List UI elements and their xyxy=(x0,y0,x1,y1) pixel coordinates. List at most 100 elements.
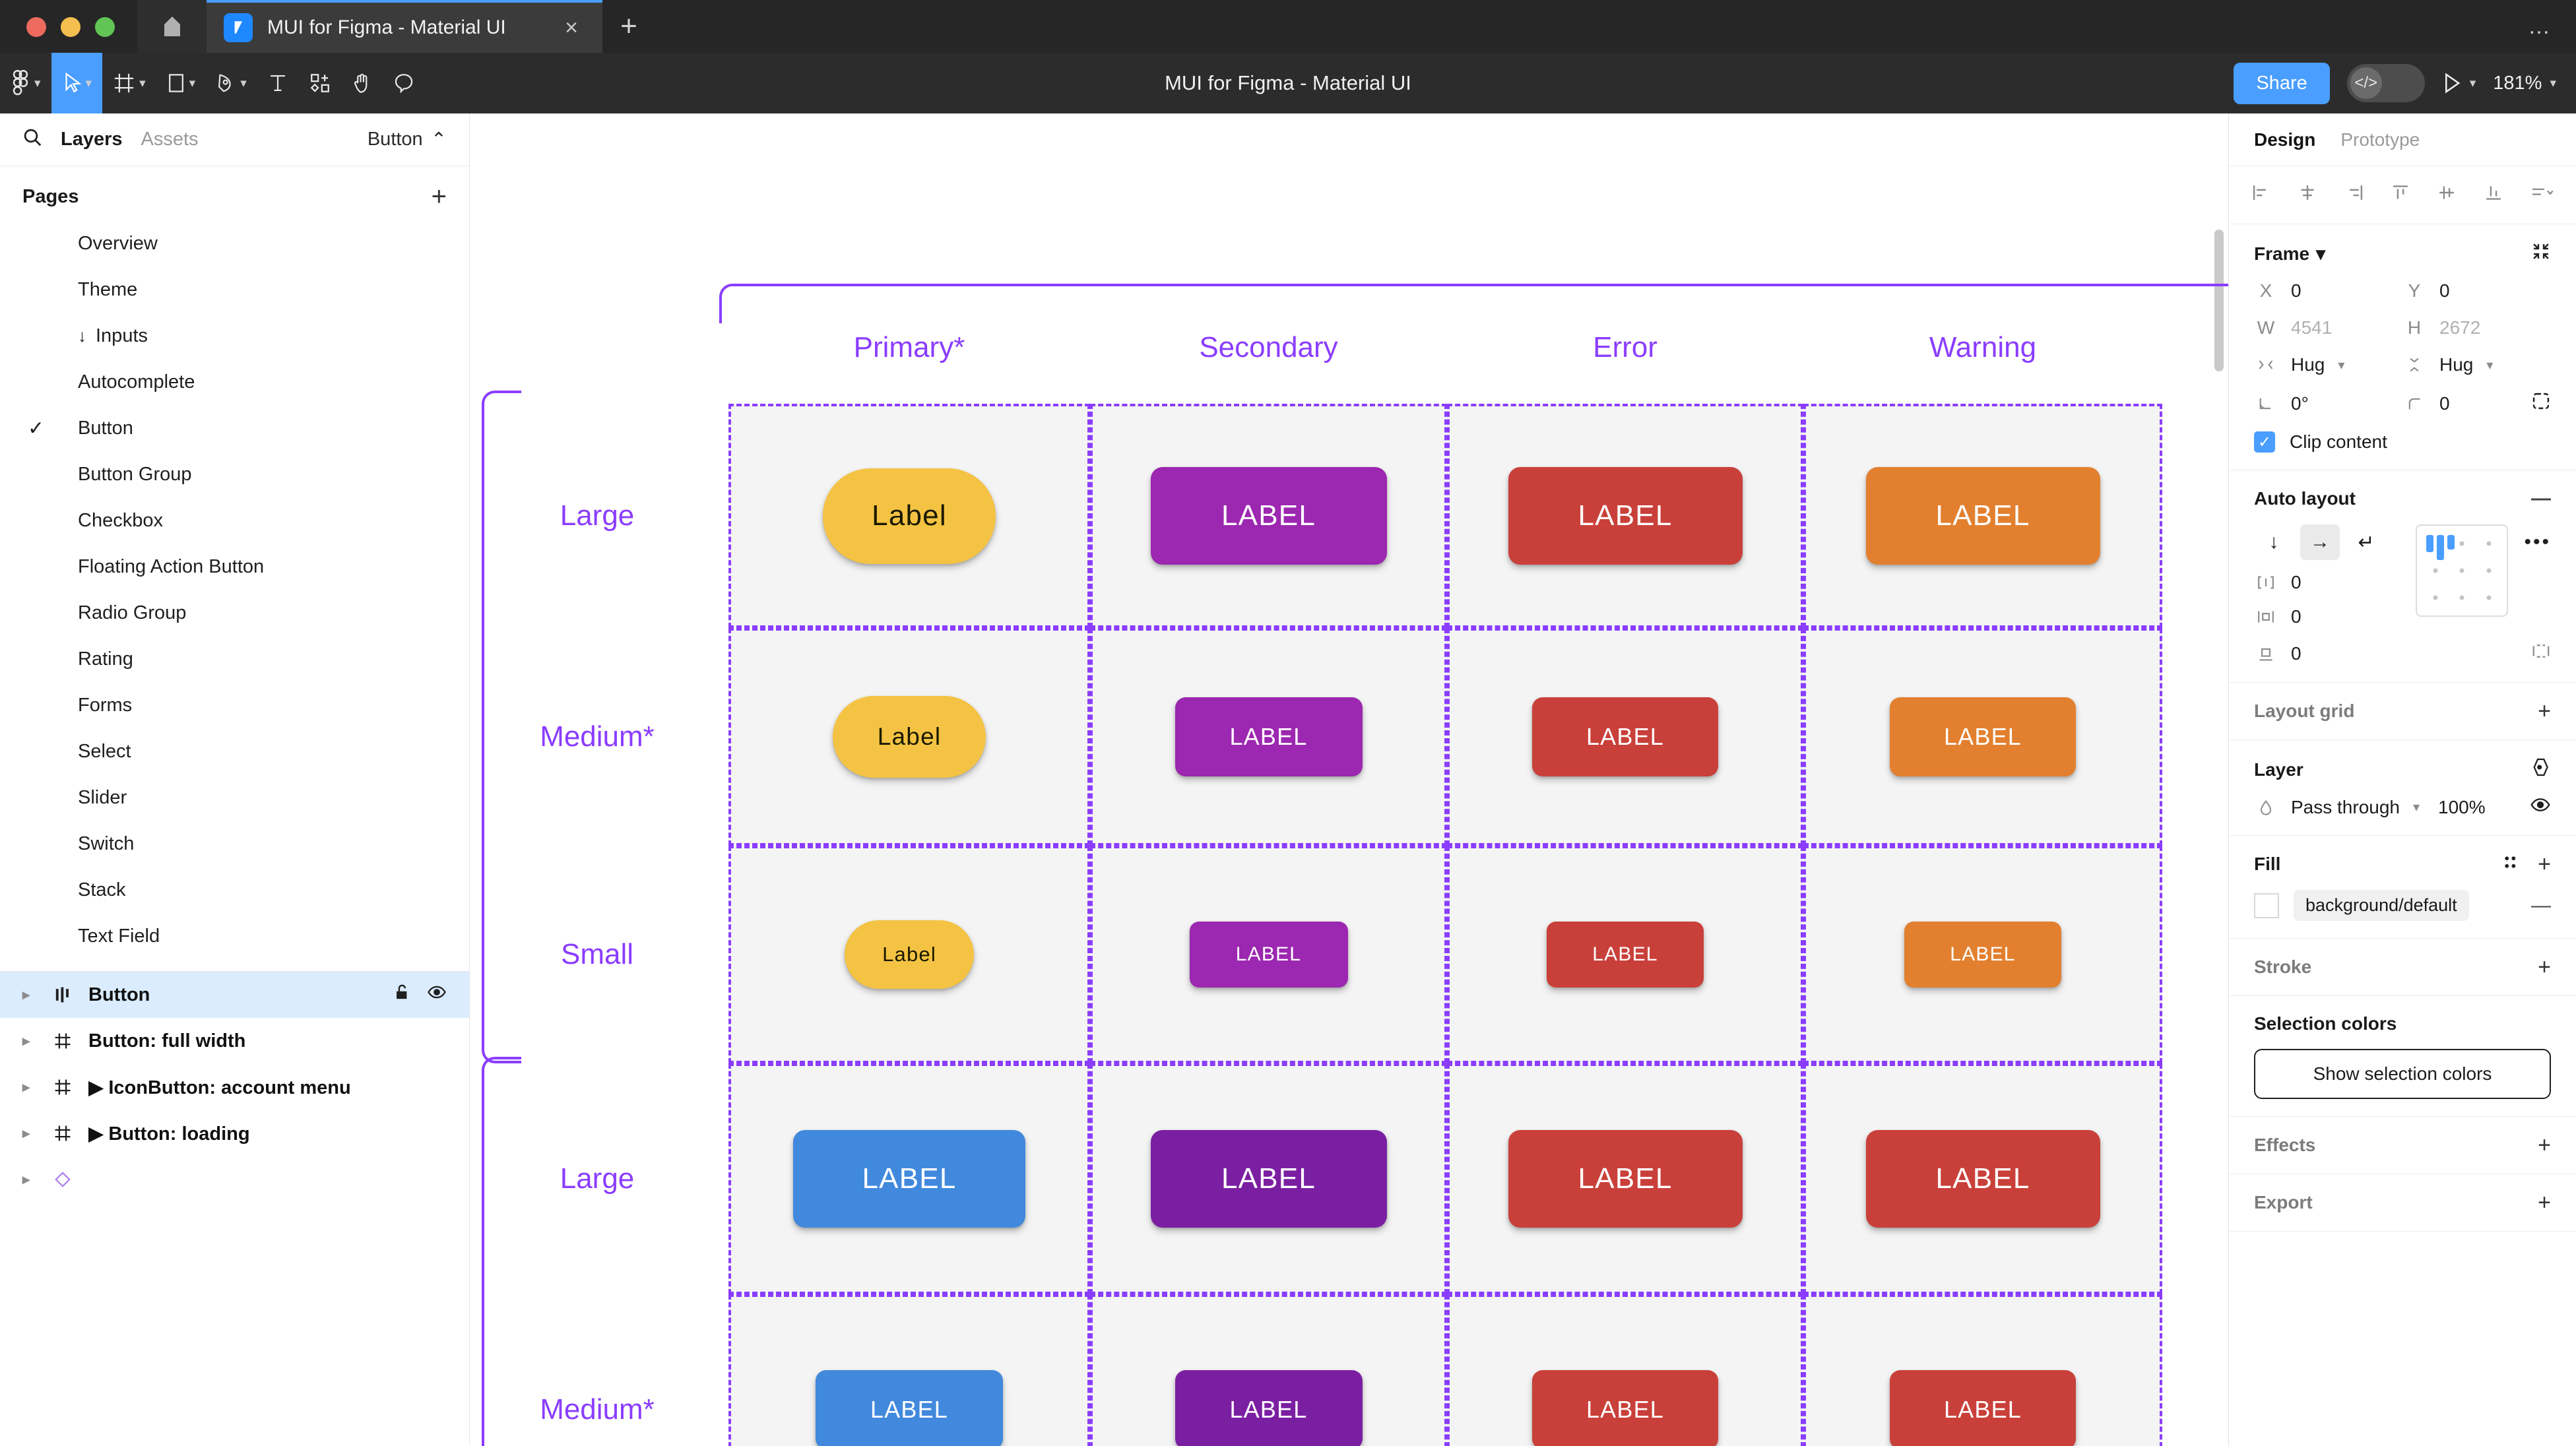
clip-content-checkbox[interactable]: ✓ xyxy=(2254,431,2275,453)
figma-canvas[interactable]: Contained Primary*SecondaryErrorWarningL… xyxy=(470,113,2228,1446)
clip-content-row[interactable]: ✓ Clip content xyxy=(2254,431,2551,453)
chevron-down-icon[interactable]: ▾ xyxy=(2469,76,2476,90)
page-item-switch[interactable]: Switch xyxy=(0,821,469,867)
button-secondary[interactable]: LABEL xyxy=(1150,1130,1387,1228)
zoom-control[interactable]: 181% ▾ xyxy=(2493,73,2556,94)
frame-height-field[interactable]: H 2672 xyxy=(2402,317,2551,338)
tab-layers[interactable]: Layers xyxy=(61,129,123,150)
button-primary[interactable]: LABEL xyxy=(816,1370,1003,1446)
home-button[interactable] xyxy=(137,0,207,53)
page-item-inputs[interactable]: ↓Inputs xyxy=(0,313,469,359)
frame-x-field[interactable]: X 0 xyxy=(2254,280,2402,301)
page-item-button[interactable]: ✓Button xyxy=(0,405,469,451)
page-item-floating-action-button[interactable]: Floating Action Button xyxy=(0,544,469,590)
expand-layer-icon[interactable]: ▸ xyxy=(22,1125,30,1141)
button-error[interactable]: LABEL xyxy=(1508,1130,1743,1228)
page-item-button-group[interactable]: Button Group xyxy=(0,451,469,497)
chevron-down-icon[interactable]: ▾ xyxy=(2316,243,2326,264)
browser-tab[interactable]: MUI for Figma - Material UI × xyxy=(207,0,602,53)
pen-tool-icon[interactable]: ▾ xyxy=(206,53,257,113)
expand-layer-icon[interactable]: ▸ xyxy=(22,1032,30,1049)
button-warning[interactable]: LABEL xyxy=(1865,1130,2100,1228)
frame-width-field[interactable]: W 4541 xyxy=(2254,317,2402,338)
page-item-select[interactable]: Select xyxy=(0,728,469,774)
align-left-icon[interactable] xyxy=(2251,183,2271,208)
add-export-icon[interactable]: + xyxy=(2538,1190,2551,1215)
button-warning[interactable]: LABEL xyxy=(1865,467,2100,565)
button-error[interactable]: LABEL xyxy=(1508,467,1743,565)
button-secondary[interactable]: LABEL xyxy=(1175,1370,1363,1446)
figma-menu-icon[interactable]: ▾ xyxy=(0,53,51,113)
button-warning[interactable]: LABEL xyxy=(1890,1370,2076,1446)
resize-to-fit-icon[interactable] xyxy=(2531,241,2551,266)
page-item-text-field[interactable]: Text Field xyxy=(0,913,469,959)
auto-layout-padding-h-field[interactable]: 0 xyxy=(2254,606,2400,627)
visibility-icon[interactable] xyxy=(427,984,447,1006)
shape-tool-icon[interactable]: ▾ xyxy=(156,53,207,113)
layer-row[interactable]: ▸ xyxy=(0,1156,469,1203)
expand-arrow-icon[interactable]: ↓ xyxy=(78,325,86,346)
page-item-radio-group[interactable]: Radio Group xyxy=(0,590,469,636)
resources-tool-icon[interactable] xyxy=(298,53,342,113)
expand-layer-icon[interactable]: ▸ xyxy=(22,986,30,1003)
page-item-theme[interactable]: Theme xyxy=(0,267,469,313)
expand-layer-icon[interactable]: ▸ xyxy=(22,1171,30,1187)
chevron-down-icon[interactable]: ▾ xyxy=(2413,800,2420,815)
fill-row[interactable]: background/default — xyxy=(2254,890,2551,921)
corner-radius-field[interactable]: 0 xyxy=(2402,391,2551,416)
search-icon[interactable] xyxy=(22,127,42,152)
chevron-down-icon[interactable]: ▾ xyxy=(189,76,196,90)
page-item-forms[interactable]: Forms xyxy=(0,682,469,728)
advanced-layout-icon[interactable] xyxy=(2531,642,2551,665)
vertical-resizing-field[interactable]: Hug ▾ xyxy=(2402,354,2551,375)
auto-layout-more-icon[interactable]: ••• xyxy=(2524,531,2551,553)
button-error[interactable]: LABEL xyxy=(1547,922,1704,988)
close-tab-icon[interactable]: × xyxy=(565,15,578,40)
chevron-down-icon[interactable]: ▾ xyxy=(139,76,146,90)
add-fill-icon[interactable]: + xyxy=(2538,852,2551,877)
window-controls[interactable] xyxy=(0,17,137,53)
maximize-window-button[interactable] xyxy=(95,17,115,37)
toggle-visibility-icon[interactable] xyxy=(2530,796,2551,818)
page-selector[interactable]: Button ⌃ xyxy=(368,128,447,151)
direction-wrap-icon[interactable]: ↵ xyxy=(2358,531,2375,553)
expand-arrow-icon[interactable]: ▶ xyxy=(88,1077,104,1098)
page-item-slider[interactable]: Slider xyxy=(0,774,469,821)
page-item-overview[interactable]: Overview xyxy=(0,220,469,267)
add-page-icon[interactable]: + xyxy=(431,182,447,211)
layer-styles-icon[interactable] xyxy=(2530,757,2551,782)
add-stroke-icon[interactable]: + xyxy=(2538,955,2551,980)
layer-row[interactable]: ▸▶ IconButton: account menu xyxy=(0,1064,469,1110)
move-tool-icon[interactable]: ▾ xyxy=(51,53,103,113)
button-primary[interactable]: Label xyxy=(823,468,996,564)
fill-styles-icon[interactable] xyxy=(2502,854,2519,875)
align-bottom-icon[interactable] xyxy=(2484,183,2503,208)
dev-mode-toggle[interactable]: </> xyxy=(2346,64,2425,102)
align-vertical-center-icon[interactable] xyxy=(2437,183,2457,208)
chevron-down-icon[interactable]: ▾ xyxy=(34,76,41,90)
layer-row[interactable]: ▸Button xyxy=(0,972,469,1018)
align-right-icon[interactable] xyxy=(2344,183,2364,208)
remove-fill-icon[interactable]: — xyxy=(2531,894,2551,916)
auto-layout-gap-field[interactable]: 0 xyxy=(2254,572,2400,593)
button-secondary[interactable]: LABEL xyxy=(1189,922,1348,988)
comment-tool-icon[interactable] xyxy=(383,53,425,113)
text-tool-icon[interactable] xyxy=(257,53,298,113)
blend-mode-field[interactable]: Pass through ▾ xyxy=(2254,797,2438,818)
expand-arrow-icon[interactable]: ▶ xyxy=(88,1123,104,1145)
direction-vertical-icon[interactable]: ↓ xyxy=(2269,531,2279,553)
page-item-checkbox[interactable]: Checkbox xyxy=(0,497,469,544)
tab-prototype[interactable]: Prototype xyxy=(2340,129,2420,150)
add-layout-grid-icon[interactable]: + xyxy=(2538,699,2551,724)
minimize-window-button[interactable] xyxy=(61,17,80,37)
horizontal-resizing-field[interactable]: Hug ▾ xyxy=(2254,354,2402,375)
hand-tool-icon[interactable] xyxy=(342,53,383,113)
canvas-scrollbar[interactable] xyxy=(2214,230,2224,371)
show-selection-colors-button[interactable]: Show selection colors xyxy=(2254,1049,2551,1099)
button-primary[interactable]: Label xyxy=(845,920,974,989)
chevron-down-icon[interactable]: ▾ xyxy=(2338,358,2345,373)
auto-layout-direction-group[interactable]: ↓ → ↵ xyxy=(2254,524,2400,560)
lock-icon[interactable] xyxy=(394,983,411,1007)
tab-design[interactable]: Design xyxy=(2254,129,2316,150)
align-horizontal-center-icon[interactable] xyxy=(2298,183,2317,208)
